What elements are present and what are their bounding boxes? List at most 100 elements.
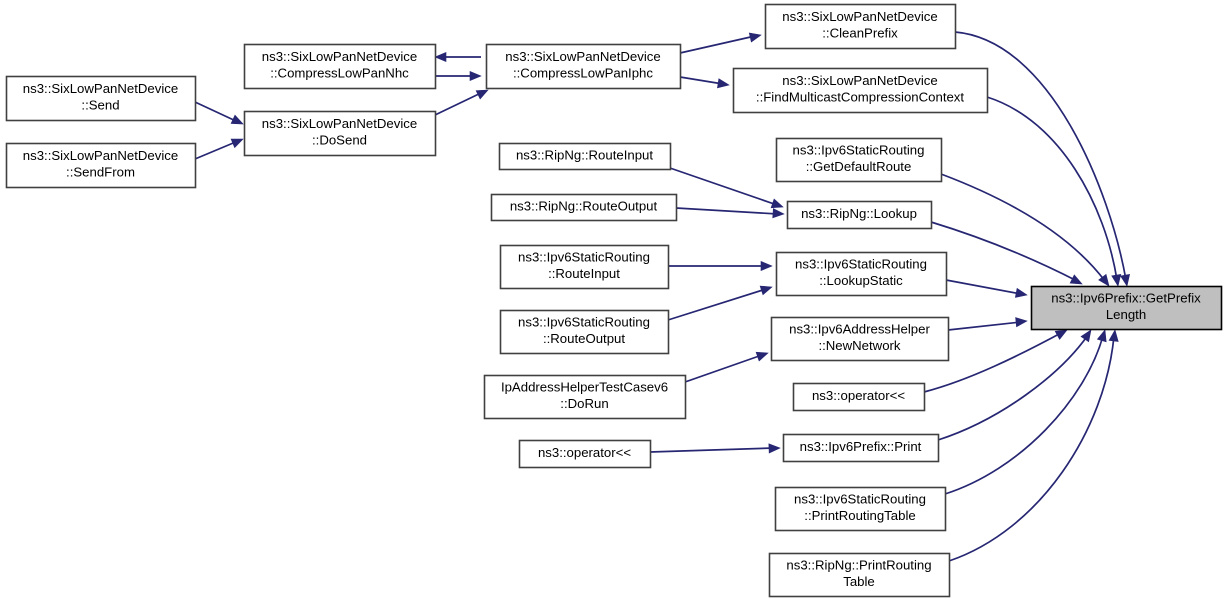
nodes-layer: ns3::SixLowPanNetDevice::Sendns3::SixLow…: [5, 3, 1223, 598]
edge-n_v6sroutput-to-n_lookupstatic: [667, 285, 773, 321]
node-box[interactable]: [498, 142, 672, 171]
arrowhead-icon: [1080, 329, 1092, 343]
edge-line: [930, 221, 1078, 282]
node-box-current[interactable]: [1030, 285, 1223, 331]
graph-node-v6sroutput[interactable]: ns3::Ipv6StaticRouting::RouteOutputns3::…: [499, 309, 670, 355]
graph-node-ripprintrt[interactable]: ns3::RipNg::PrintRoutingTablens3::RipNg:…: [768, 552, 951, 598]
node-box[interactable]: [485, 43, 682, 90]
arrowhead-icon: [1096, 329, 1107, 343]
node-box[interactable]: [775, 137, 943, 183]
edge-n_ripprintrt-to-n_target: [948, 329, 1119, 562]
edge-line: [194, 101, 239, 123]
arrowhead-icon: [1014, 287, 1028, 298]
edge-n_sendfrom-to-n_dosend: [194, 138, 244, 160]
edge-n_ripoutput-to-n_riplookup: [675, 207, 785, 219]
node-box[interactable]: [732, 67, 989, 114]
graph-node-cleanprefix[interactable]: ns3::SixLowPanNetDevice::CleanPrefixns3:…: [764, 3, 957, 50]
edge-line: [434, 91, 484, 116]
edge-line: [945, 279, 1022, 295]
graph-node-iphc[interactable]: ns3::SixLowPanNetDevice::CompressLowPanI…: [485, 43, 682, 90]
graph-node-dorun[interactable]: IpAddressHelperTestCasev6::DoRunIpAddres…: [483, 374, 687, 420]
node-box[interactable]: [5, 75, 197, 122]
arrowhead-icon: [230, 138, 244, 149]
edge-line: [923, 332, 1062, 393]
edge-n_iphc-to-n_findmcast: [679, 76, 730, 89]
graph-node-prefixprint[interactable]: ns3::Ipv6Prefix::Printns3::Ipv6Prefix::P…: [782, 433, 940, 463]
arrowhead-icon: [748, 32, 762, 43]
graph-node-sendfrom[interactable]: ns3::SixLowPanNetDevice::SendFromns3::Si…: [5, 142, 197, 189]
arrowhead-icon: [475, 89, 489, 100]
graph-node-ripinput[interactable]: ns3::RipNg::RouteInputns3::RipNg::RouteI…: [498, 142, 672, 171]
node-box[interactable]: [770, 316, 950, 362]
arrowhead-icon: [772, 208, 785, 219]
node-box[interactable]: [792, 382, 926, 412]
edge-n_iphc-to-n_nhc: [434, 51, 481, 63]
graph-node-v6srinput[interactable]: ns3::Ipv6StaticRouting::RouteInputns3::I…: [499, 244, 670, 290]
edge-line: [940, 173, 1106, 282]
arrowhead-icon: [717, 78, 730, 89]
edge-line: [669, 167, 778, 206]
graph-node-send[interactable]: ns3::SixLowPanNetDevice::Sendns3::SixLow…: [5, 75, 197, 122]
edge-line: [675, 207, 779, 215]
edge-line: [679, 35, 756, 54]
graph-node-nhc[interactable]: ns3::SixLowPanNetDevice::CompressLowPanN…: [243, 43, 437, 90]
edge-line: [947, 321, 1022, 331]
edge-n_newnetwork-to-n_target: [947, 317, 1028, 331]
arrowhead-icon: [230, 114, 244, 125]
edges-layer: [194, 31, 1131, 562]
arrowhead-icon: [1098, 273, 1110, 287]
node-box[interactable]: [499, 244, 670, 290]
edge-n_nhc-to-n_iphc: [435, 70, 482, 82]
graph-node-dosend[interactable]: ns3::SixLowPanNetDevice::DoSendns3::SixL…: [243, 110, 437, 157]
arrowhead-icon: [434, 51, 447, 63]
edge-n_findmcast-to-n_target: [986, 96, 1122, 287]
edge-n_send-to-n_dosend: [194, 101, 244, 125]
edge-n_dorun-to-n_newnetwork: [684, 351, 769, 383]
graph-node-ripoutput[interactable]: ns3::RipNg::RouteOutputns3::RipNg::Route…: [490, 193, 678, 222]
edge-line: [649, 447, 775, 453]
edge-n_cleanprefix-to-n_target: [954, 31, 1131, 287]
arrowhead-icon: [1015, 317, 1028, 328]
node-box[interactable]: [499, 309, 670, 355]
graph-node-newnetwork[interactable]: ns3::Ipv6AddressHelper::NewNetworkns3::I…: [770, 316, 950, 362]
graph-node-findmcast[interactable]: ns3::SixLowPanNetDevice::FindMulticastCo…: [732, 67, 989, 114]
edge-line: [667, 288, 767, 321]
graph-node-lookupstatic[interactable]: ns3::Ipv6StaticRouting::LookupStaticns3:…: [775, 251, 948, 297]
edge-line: [986, 96, 1118, 281]
edge-n_dosend-to-n_iphc: [434, 89, 489, 116]
arrowhead-icon: [760, 260, 773, 272]
graph-node-operator1[interactable]: ns3::operator<<ns3::operator<<: [792, 382, 926, 412]
arrowhead-icon: [755, 351, 769, 362]
arrowhead-icon: [1054, 329, 1068, 340]
arrowhead-icon: [1111, 274, 1122, 287]
node-box[interactable]: [490, 193, 678, 222]
node-box[interactable]: [786, 200, 933, 230]
edge-n_printrt-to-n_target: [944, 329, 1107, 495]
node-box[interactable]: [782, 433, 940, 463]
node-box[interactable]: [243, 110, 437, 157]
edge-n_getdefault-to-n_target: [940, 173, 1110, 287]
arrowhead-icon: [1120, 273, 1131, 287]
node-box[interactable]: [518, 439, 652, 469]
graph-node-target[interactable]: ns3::Ipv6Prefix::GetPrefixLengthns3::Ipv…: [1030, 285, 1223, 331]
arrowhead-icon: [759, 285, 773, 296]
node-box[interactable]: [775, 251, 948, 297]
edge-n_ripinput-to-n_riplookup: [669, 167, 784, 209]
edge-n_lookupstatic-to-n_target: [945, 279, 1028, 298]
graph-node-getdefault[interactable]: ns3::Ipv6StaticRouting::GetDefaultRouten…: [775, 137, 943, 183]
node-box[interactable]: [768, 552, 951, 598]
edge-n_riplookup-to-n_target: [930, 221, 1083, 285]
graph-node-operator2[interactable]: ns3::operator<<ns3::operator<<: [518, 439, 652, 469]
node-box[interactable]: [5, 142, 197, 189]
node-box[interactable]: [243, 43, 437, 90]
edge-line: [948, 335, 1115, 562]
edge-line: [954, 31, 1127, 281]
node-box[interactable]: [764, 3, 957, 50]
edge-line: [679, 76, 724, 85]
graph-node-printrt[interactable]: ns3::Ipv6StaticRouting::PrintRoutingTabl…: [774, 486, 947, 532]
node-box[interactable]: [774, 486, 947, 532]
node-box[interactable]: [483, 374, 687, 420]
